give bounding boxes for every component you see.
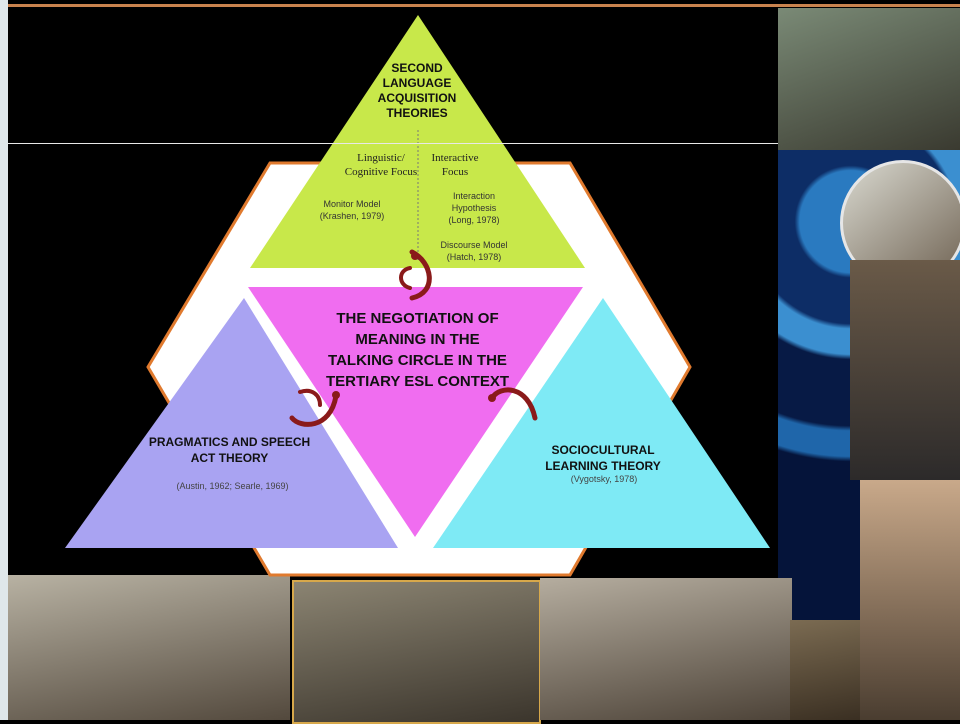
discourse-model-label: Discourse Model (Hatch, 1978): [440, 240, 508, 262]
right-citation: (Vygotsky, 1978): [570, 474, 638, 484]
photo-group-left: [8, 575, 290, 720]
connector-dot-left: [332, 391, 340, 399]
top-title: SECOND LANGUAGE ACQUISITION THEORIES: [377, 61, 457, 120]
interaction-hypothesis-label: Interaction Hypothesis (Long, 1978): [448, 191, 500, 225]
photo-fragment: [790, 620, 860, 720]
monitor-model-label: Monitor Model (Krashen, 1979): [319, 199, 385, 221]
horizontal-rule: [8, 143, 778, 144]
left-focus-label: Linguistic/ Cognitive Focus: [344, 152, 418, 178]
left-edge-strip: [0, 0, 8, 720]
top-rule: [8, 4, 960, 7]
photo-student-thinking: [860, 480, 960, 720]
right-title: SOCIOCULTURAL LEARNING THEORY: [545, 443, 661, 473]
photo-group-right: [540, 578, 792, 720]
connector-top-2: [399, 266, 412, 290]
connector-right: [489, 387, 538, 421]
connector-dot-right: [488, 394, 496, 402]
right-focus-label: Interactive Focus: [431, 152, 479, 178]
connector-left: [289, 393, 339, 427]
triangle-right: [433, 298, 770, 548]
connector-dot-top: [411, 252, 419, 260]
left-title: PRAGMATICS AND SPEECH ACT THEORY: [148, 435, 311, 465]
triangle-left: [65, 298, 398, 548]
photo-student-reading: [850, 260, 960, 480]
connector-left-2: [298, 388, 322, 407]
center-title: THE NEGOTIATION OF MEANING IN THE TALKIN…: [325, 310, 510, 390]
photo-students-top-right: [778, 8, 960, 150]
triangle-top: [250, 15, 585, 268]
triangle-center: [248, 287, 583, 537]
left-citation: (Austin, 1962; Searle, 1969): [176, 481, 289, 491]
